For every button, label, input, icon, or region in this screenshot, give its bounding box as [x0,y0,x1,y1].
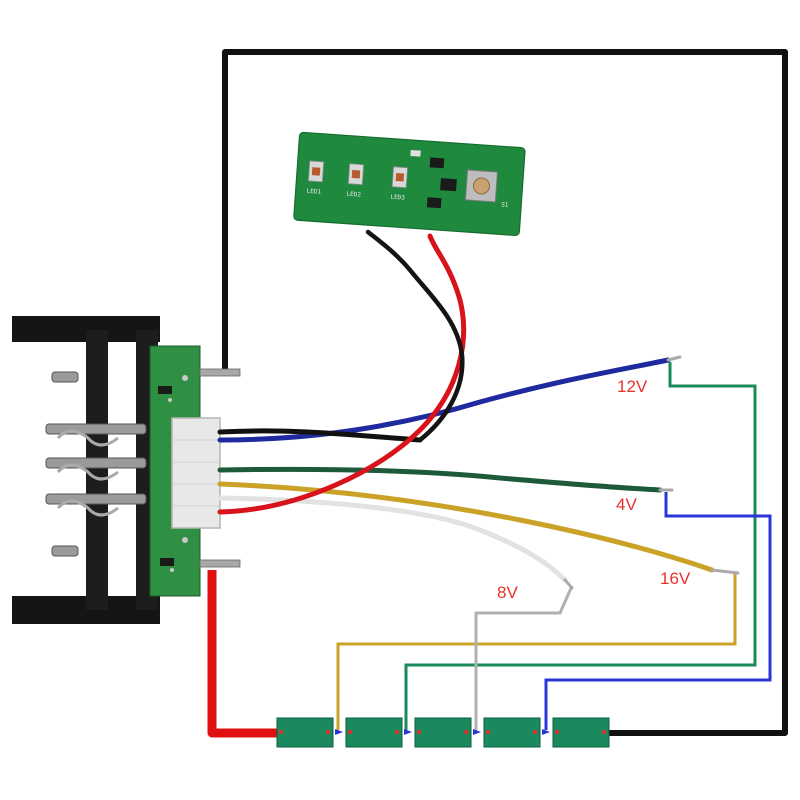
green-lead [217,466,663,493]
balance-lead-bundle [217,229,740,590]
cell-row [276,717,610,748]
green-balance-wire-12v [404,362,757,730]
gray-balance-wire-8v [474,585,574,730]
label-12v: 12V [617,377,648,396]
cell-4 [483,717,541,748]
yellow-lead [217,481,715,573]
led-1 [307,160,325,183]
led-2 [347,163,365,186]
indicator-board: LED1 LED2 LED3 S1 [293,131,526,237]
black-lead [217,428,423,443]
silk-led2: LED2 [346,191,361,199]
red-positive-wire [207,570,278,738]
cell-1 [276,717,334,748]
silk-led1: LED1 [306,188,321,196]
black-lead-to-board [365,229,465,443]
cell-3 [414,717,472,748]
led-3 [391,166,408,189]
cell-5 [552,717,610,748]
label-8v: 8V [497,583,518,602]
black-negative-wire [222,49,788,736]
yellow-balance-wire-16v [336,571,738,730]
label-16v: 16V [660,569,691,588]
blue-lead [217,357,671,443]
label-4v: 4V [616,495,637,514]
silk-led3: LED3 [390,194,405,202]
push-button [464,169,498,203]
red-lead [217,233,467,515]
white-lead [217,495,568,583]
cell-2 [345,717,403,748]
battery-connector [12,316,241,624]
silk-s1: S1 [501,201,509,209]
blue-balance-wire-4v [544,492,772,730]
